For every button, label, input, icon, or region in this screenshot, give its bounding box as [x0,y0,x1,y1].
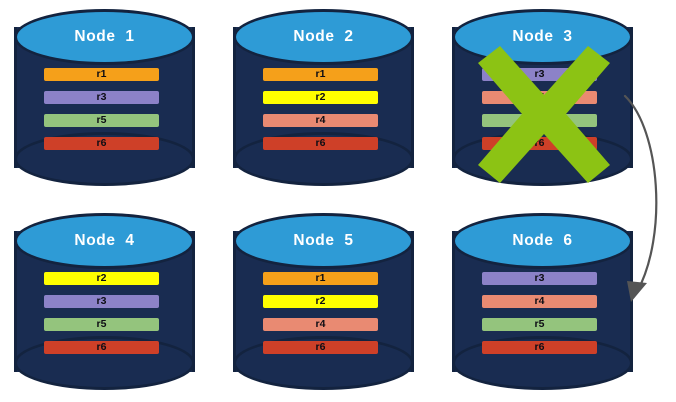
record-list-6: r3 r4 r5 r6 [482,272,603,354]
record-list-3: r3 r4 r5 r6 [482,68,603,150]
record-bar[interactable]: r4 [482,295,597,308]
node-cylinder-2[interactable]: Node 2 r1 r2 r4 r6 [233,9,414,186]
node-label-6: Node 6 [512,232,573,249]
record-bar[interactable]: r3 [482,68,597,81]
node-cylinder-5[interactable]: Node 5 r1 r2 r4 r6 [233,213,414,390]
record-bar[interactable]: r6 [263,341,378,354]
node-label-3: Node 3 [512,28,573,45]
cylinder-top-ellipse [452,213,633,269]
node-label-2: Node 2 [293,28,354,45]
node-cylinder-1[interactable]: Node 1 r1 r3 r5 r6 [14,9,195,186]
cylinder-top-ellipse [14,213,195,269]
record-bar[interactable]: r6 [263,137,378,150]
record-bar[interactable]: r4 [482,91,597,104]
record-bar[interactable]: r6 [44,341,159,354]
record-list-2: r1 r2 r4 r6 [263,68,384,150]
record-list-4: r2 r3 r5 r6 [44,272,165,354]
record-bar[interactable]: r3 [482,272,597,285]
cylinder-top-ellipse [233,9,414,65]
record-bar[interactable]: r4 [263,114,378,127]
record-bar[interactable]: r1 [263,68,378,81]
record-list-5: r1 r2 r4 r6 [263,272,384,354]
node-label-4: Node 4 [74,232,135,249]
record-bar[interactable]: r1 [44,68,159,81]
cylinder-top-ellipse [14,9,195,65]
record-bar[interactable]: r5 [44,318,159,331]
record-bar[interactable]: r6 [44,137,159,150]
node-cylinder-3[interactable]: Node 3 r3 r4 r5 r6 [452,9,633,186]
record-bar[interactable]: r3 [44,295,159,308]
record-bar[interactable]: r4 [263,318,378,331]
record-bar[interactable]: r2 [44,272,159,285]
record-bar[interactable]: r5 [44,114,159,127]
record-bar[interactable]: r3 [44,91,159,104]
cylinder-top-ellipse [233,213,414,269]
record-bar[interactable]: r6 [482,137,597,150]
node-cylinder-4[interactable]: Node 4 r2 r3 r5 r6 [14,213,195,390]
node-label-1: Node 1 [74,28,135,45]
record-bar[interactable]: r5 [482,114,597,127]
record-bar[interactable]: r1 [263,272,378,285]
record-bar[interactable]: r5 [482,318,597,331]
record-bar[interactable]: r2 [263,295,378,308]
node-label-5: Node 5 [293,232,354,249]
record-list-1: r1 r3 r5 r6 [44,68,165,150]
record-bar[interactable]: r2 [263,91,378,104]
record-bar[interactable]: r6 [482,341,597,354]
node-cylinder-6[interactable]: Node 6 r3 r4 r5 r6 [452,213,633,390]
